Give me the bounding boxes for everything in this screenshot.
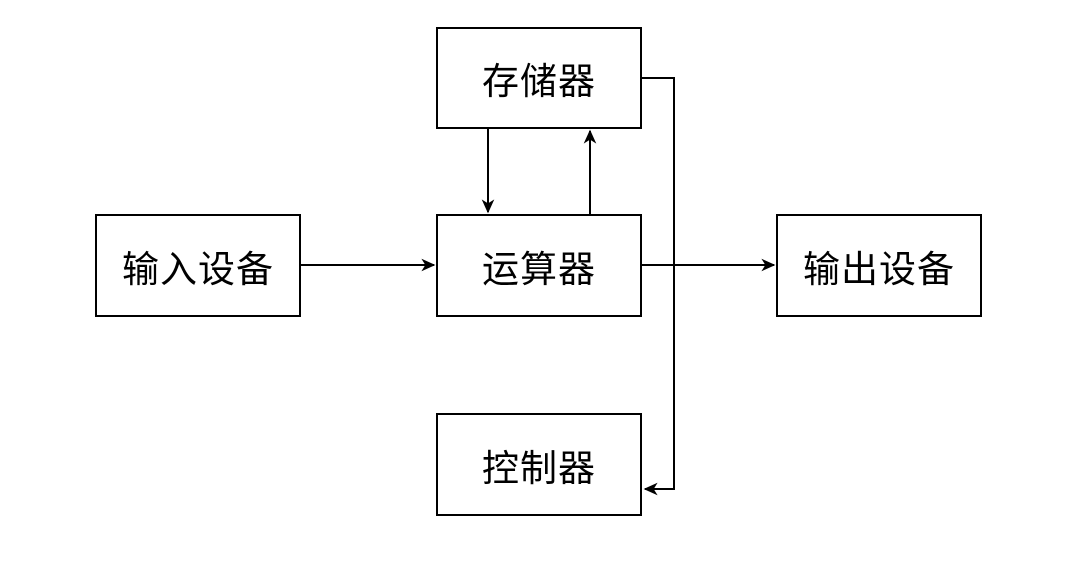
node-alu: 运算器 — [436, 214, 642, 317]
node-output-device: 输出设备 — [776, 214, 982, 317]
node-alu-label: 运算器 — [482, 248, 596, 290]
node-input-device-label: 输入设备 — [122, 248, 274, 290]
node-output-device-label: 输出设备 — [803, 248, 955, 290]
node-memory: 存储器 — [436, 27, 642, 129]
node-memory-label: 存储器 — [482, 61, 596, 102]
edge-memory-to-controller — [642, 77, 675, 496]
node-controller: 控制器 — [436, 413, 642, 516]
node-controller-label: 控制器 — [482, 447, 596, 489]
node-input-device: 输入设备 — [95, 214, 301, 317]
